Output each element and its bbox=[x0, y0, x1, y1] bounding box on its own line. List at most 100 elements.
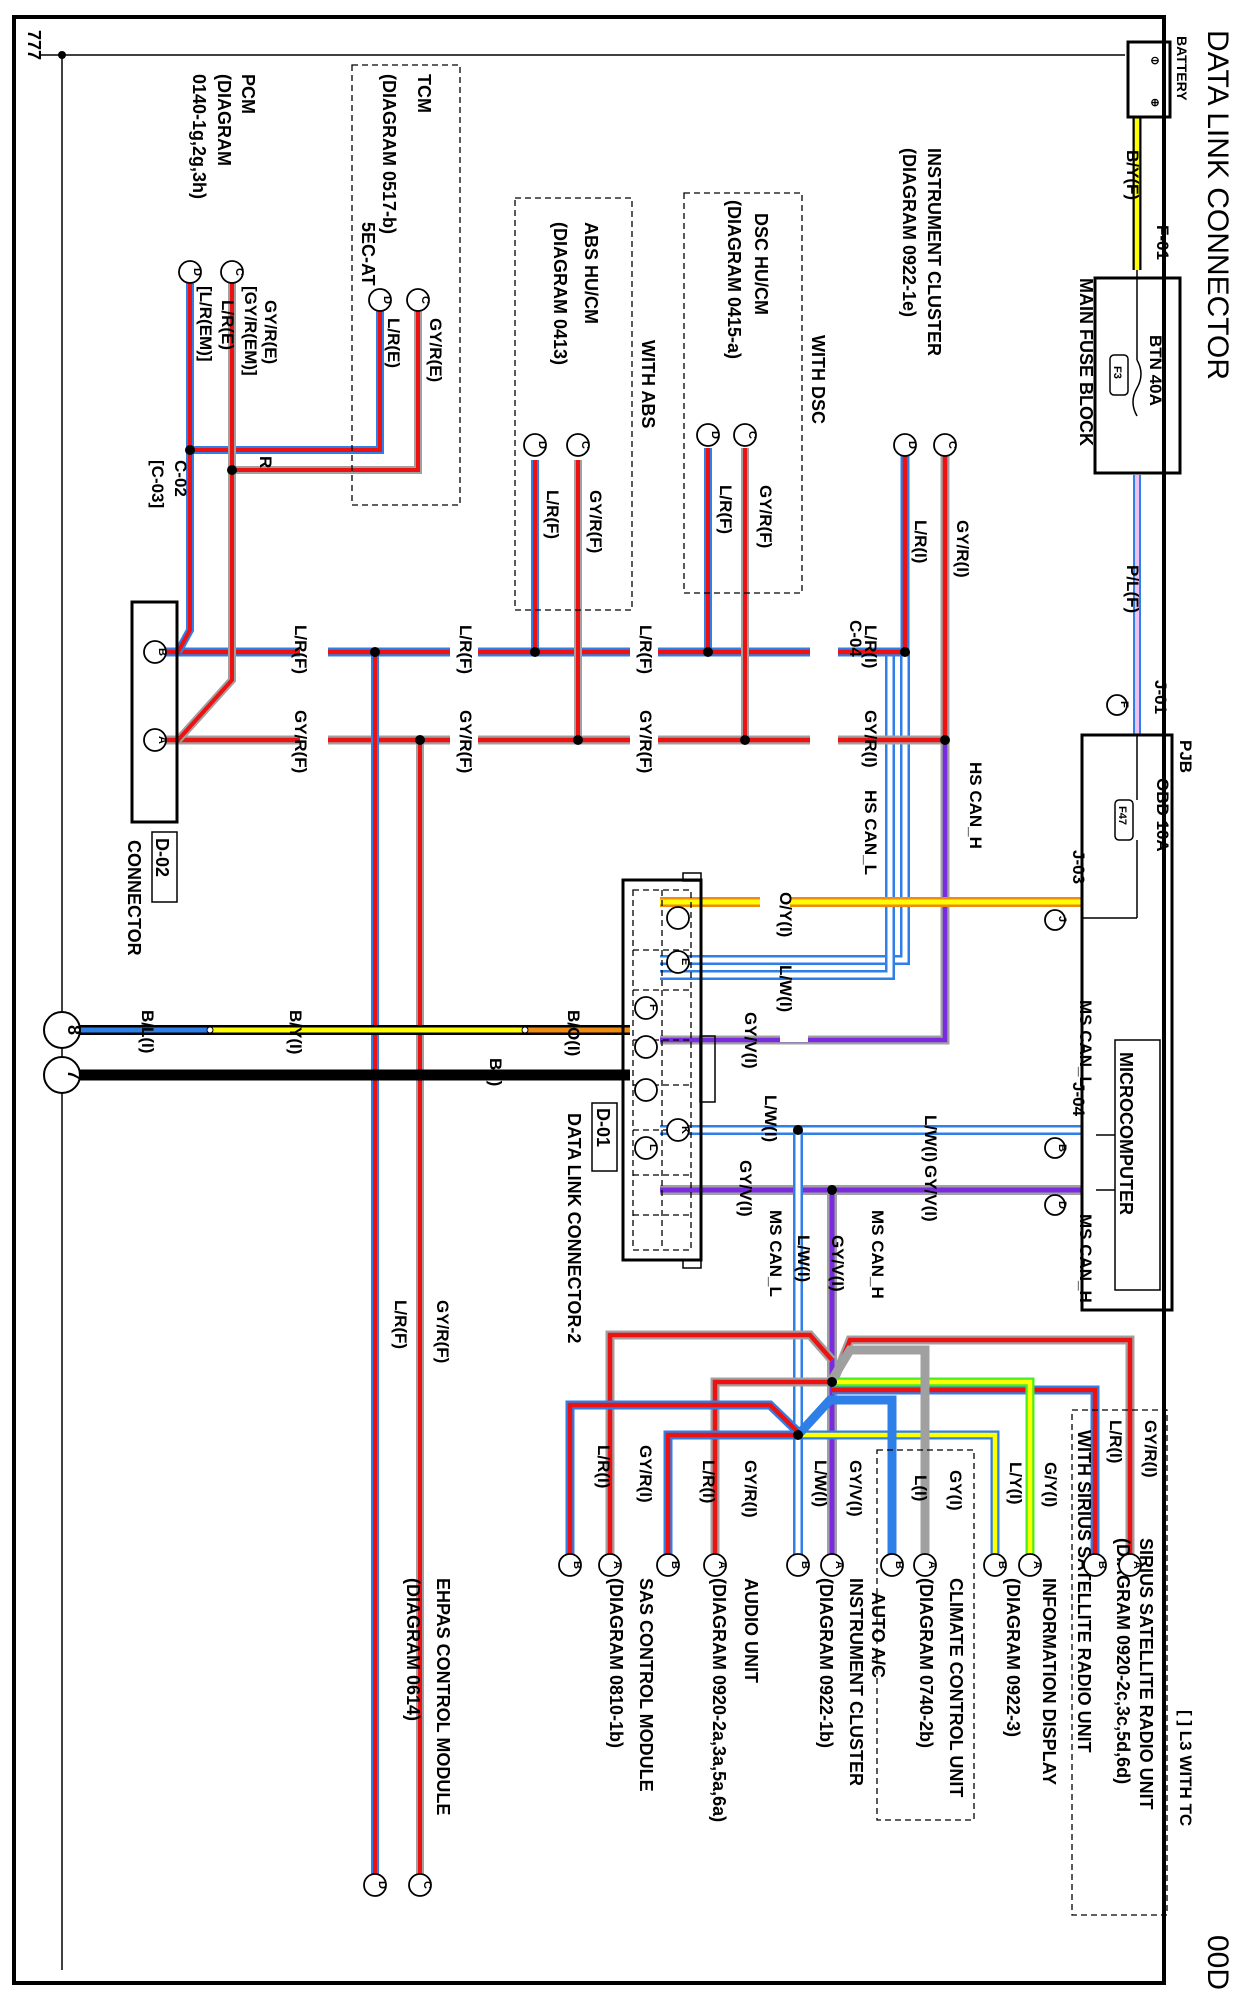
audio-pin-b bbox=[656, 1553, 680, 1577]
sas-pin-a bbox=[598, 1553, 622, 1577]
svg-text:D-01: D-01 bbox=[593, 1108, 613, 1147]
dlc-pin-empty bbox=[634, 1035, 658, 1059]
abs-pin-c bbox=[566, 433, 590, 457]
pin-letter: A bbox=[716, 1561, 728, 1569]
module-tcm: TCM (DIAGRAM 0517-b) 5EC-AT bbox=[351, 64, 461, 506]
ehpas-pin-c bbox=[408, 1873, 432, 1897]
label-oy-i: O/Y(I) bbox=[776, 892, 795, 937]
pin-letter: A bbox=[611, 1561, 623, 1569]
svg-text:G/Y(I): G/Y(I) bbox=[1041, 1462, 1060, 1507]
label-gyr-f-1: GY/R(F) bbox=[636, 710, 655, 773]
wires-layer bbox=[80, 118, 1142, 1880]
pjb: PJB OBD 10A F47 MICROCOMPUTER MS CAN_L M… bbox=[1076, 733, 1195, 1312]
svg-text:L/R(F): L/R(F) bbox=[391, 1300, 410, 1349]
pin-letter: B bbox=[571, 1561, 583, 1569]
module-audio-unit: AUDIO UNIT (DIAGRAM 0920-2a,3a,5a,6a) bbox=[709, 1578, 761, 1822]
splice-point bbox=[206, 1026, 214, 1034]
splice-dot bbox=[827, 1377, 837, 1387]
label-gyv-i-1: GY/V(I) bbox=[741, 1012, 760, 1069]
svg-text:L/R(F): L/R(F) bbox=[716, 485, 735, 534]
pin-letter: C bbox=[579, 441, 591, 449]
module-ehpas: EHPAS CONTROL MODULE (DIAGRAM 0614) bbox=[403, 1578, 453, 1815]
sirius-pin-a bbox=[1118, 1553, 1142, 1577]
svg-text:F: F bbox=[1118, 701, 1130, 708]
svg-text:B: B bbox=[1056, 1144, 1068, 1152]
label-ms-can-h: MS CAN_H bbox=[868, 1210, 887, 1299]
j04-pin-b bbox=[1044, 1137, 1066, 1159]
svg-text:(DIAGRAM 0614): (DIAGRAM 0614) bbox=[403, 1578, 423, 1721]
battery: ⊖ ⊕ BATTERY bbox=[1126, 36, 1190, 119]
splice-dot bbox=[940, 735, 950, 745]
wire-hs-can-l bbox=[660, 652, 910, 965]
label-gyv-i-4: GY/V(I) bbox=[828, 1235, 847, 1292]
dsc-pin-c bbox=[733, 423, 757, 447]
svg-text:SIRIUS SATELLITE RADIO UNIT: SIRIUS SATELLITE RADIO UNIT bbox=[1136, 1538, 1156, 1810]
label-ms-can-l: MS CAN_L bbox=[766, 1210, 785, 1297]
svg-text:CONNECTOR: CONNECTOR bbox=[124, 840, 144, 956]
svg-text:EHPAS CONTROL MODULE: EHPAS CONTROL MODULE bbox=[433, 1578, 453, 1815]
svg-text:(DIAGRAM: (DIAGRAM bbox=[214, 74, 234, 166]
label-lr-f-3: L/R(F) bbox=[291, 625, 310, 674]
splice-dot bbox=[227, 465, 237, 475]
label-gap bbox=[300, 636, 328, 668]
label-gap bbox=[780, 1012, 808, 1042]
ground-terminal-label: 7 bbox=[64, 1070, 84, 1080]
module-information-display: INFORMATION DISPLAY (DIAGRAM 0922-3) bbox=[1003, 1578, 1059, 1785]
pin-letter: D bbox=[709, 431, 721, 439]
svg-text:GY/R(E): GY/R(E) bbox=[261, 300, 280, 364]
splice-dot bbox=[793, 1430, 803, 1440]
tcm-pin-d bbox=[368, 288, 392, 312]
svg-text:L/R(I): L/R(I) bbox=[911, 520, 930, 563]
svg-text:TCM: TCM bbox=[414, 74, 434, 113]
svg-text:AUTO A/C: AUTO A/C bbox=[868, 1592, 888, 1678]
splice-dot bbox=[573, 735, 583, 745]
dlc-pin-e bbox=[666, 950, 690, 974]
svg-text:(DIAGRAM 0922-3): (DIAGRAM 0922-3) bbox=[1003, 1578, 1023, 1737]
pin-letter: A bbox=[156, 736, 168, 744]
pin-letter: B bbox=[669, 1561, 681, 1569]
svg-text:DATA LINK CONNECTOR-2: DATA LINK CONNECTOR-2 bbox=[564, 1113, 584, 1343]
svg-text:INSTRUMENT CLUSTER: INSTRUMENT CLUSTER bbox=[846, 1578, 866, 1786]
label-gap bbox=[300, 724, 328, 756]
battery-label: BATTERY bbox=[1174, 36, 1190, 101]
j04-label: J-04 bbox=[1069, 1082, 1088, 1117]
j03-label: J-03 bbox=[1069, 850, 1088, 884]
wire-info-gy bbox=[832, 1377, 1035, 1560]
label-gap bbox=[630, 636, 658, 668]
svg-text:L/Y(I): L/Y(I) bbox=[1006, 1462, 1025, 1505]
btn-fuse-label: BTN 40A bbox=[1146, 335, 1165, 406]
pin-letter: D bbox=[376, 1881, 388, 1889]
j04-pin-d bbox=[1044, 1194, 1066, 1216]
ground-terminal-7 bbox=[43, 1056, 81, 1094]
svg-text:PCM: PCM bbox=[238, 74, 258, 114]
d02-connector: D-02 CONNECTOR bbox=[124, 600, 179, 956]
svg-text:(DIAGRAM 0413): (DIAGRAM 0413) bbox=[550, 222, 570, 365]
sas-pin-b bbox=[558, 1553, 582, 1577]
label-gyr-f-2: GY/R(F) bbox=[456, 710, 475, 773]
label-gap bbox=[760, 888, 790, 916]
label-gyv-i-3: GY/V(I) bbox=[921, 1165, 940, 1222]
ms-can-h-label: MS CAN_H bbox=[1076, 1214, 1095, 1303]
svg-text:WITH DSC: WITH DSC bbox=[808, 335, 828, 424]
svg-text:GY/R(I): GY/R(I) bbox=[1141, 1420, 1160, 1478]
splice-dot bbox=[703, 647, 713, 657]
svg-text:L/R(I): L/R(I) bbox=[699, 1460, 718, 1503]
svg-text:F: F bbox=[647, 1004, 659, 1011]
svg-text:[GY/R(EM)]: [GY/R(EM)] bbox=[241, 286, 260, 376]
dlc-pin-empty bbox=[666, 906, 690, 930]
pin-letter: B bbox=[799, 1561, 811, 1569]
pin-letter: D bbox=[381, 296, 393, 304]
label-gyv-i-2: GY/V(I) bbox=[736, 1160, 755, 1217]
ic-bottom-pin-b bbox=[786, 1553, 810, 1577]
ic-top-pin-c bbox=[933, 433, 957, 457]
svg-text:INFORMATION DISPLAY: INFORMATION DISPLAY bbox=[1039, 1578, 1059, 1785]
climate-pin-b bbox=[880, 1553, 904, 1577]
label-gap bbox=[810, 724, 838, 756]
svg-text:GY/R(I): GY/R(I) bbox=[741, 1460, 760, 1518]
page-frame bbox=[12, 15, 1166, 1985]
svg-text:(DIAGRAM 0740-2b): (DIAGRAM 0740-2b) bbox=[916, 1578, 936, 1748]
